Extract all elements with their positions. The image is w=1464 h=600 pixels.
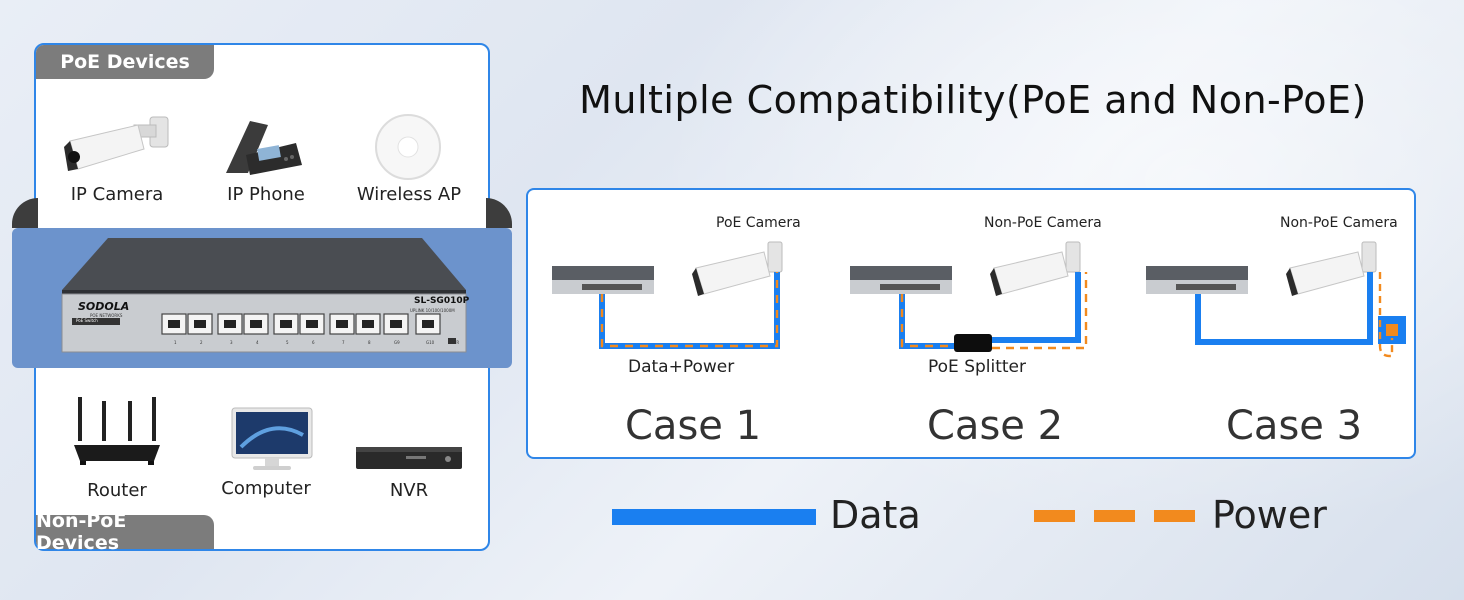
case-1-camera-label: PoE Camera <box>716 215 801 231</box>
port-label: 1 <box>174 340 177 345</box>
port-label: 6 <box>312 340 315 345</box>
case-2-connection-label: PoE Splitter <box>928 357 1026 377</box>
non-poe-devices-tag: Non-PoE Devices <box>36 510 214 554</box>
computer-icon <box>231 407 313 470</box>
router-icon <box>74 397 160 465</box>
switch-badge: PoE Switch <box>76 318 98 323</box>
port-label: G10 <box>426 340 435 345</box>
case-3-label: Case 3 <box>1226 403 1363 449</box>
case-2-camera-label: Non-PoE Camera <box>984 215 1102 231</box>
poe-switch-image <box>61 238 467 353</box>
case-1-connection-label: Data+Power <box>628 357 735 377</box>
band-cap-left <box>12 198 38 228</box>
poe-device-label: IP Camera <box>70 184 164 205</box>
legend-power-swatch <box>1034 510 1195 522</box>
nvr-icon <box>356 447 462 469</box>
switch-brand-sub: POE NETWORKS <box>90 313 123 318</box>
port-label: 2 <box>200 340 203 345</box>
port-label: 3 <box>230 340 233 345</box>
legend-data-label: Data <box>830 493 921 537</box>
band-cap-right <box>486 198 512 228</box>
poe-devices-tag: PoE Devices <box>36 45 214 79</box>
switch-brand: SODOLA <box>78 300 130 313</box>
case-3-camera-label: Non-PoE Camera <box>1280 215 1398 231</box>
port-label: PWR <box>450 340 460 345</box>
port-label: 7 <box>342 340 345 345</box>
wireless-ap-icon <box>375 114 441 180</box>
non-poe-device-label: NVR <box>389 480 429 501</box>
case-3-diagram <box>1146 241 1406 358</box>
port-label: 8 <box>368 340 371 345</box>
poe-device-label: IP Phone <box>227 184 305 205</box>
case-1-label: Case 1 <box>625 403 762 449</box>
switch-model: SL-SG010P <box>414 296 470 306</box>
port-label: 5 <box>286 340 289 345</box>
poe-device-label: Wireless AP <box>356 184 462 205</box>
port-label: 4 <box>256 340 259 345</box>
switch-model-sub: UPLINK 10/100/1000M <box>410 308 455 313</box>
page-title: Multiple Compatibility(PoE and Non-PoE) <box>579 78 1367 122</box>
port-label: G9 <box>394 340 400 345</box>
case-1-diagram <box>552 241 783 349</box>
case-2-label: Case 2 <box>927 403 1064 449</box>
non-poe-device-label: Computer <box>221 478 311 499</box>
legend-data-swatch <box>612 509 816 525</box>
ip-phone-icon <box>226 121 302 175</box>
legend-power-label: Power <box>1212 493 1327 537</box>
switch-port-labels: 1 2 3 4 5 6 7 8 G9 G10 PWR <box>162 340 462 348</box>
case-2-diagram <box>850 241 1088 352</box>
non-poe-device-label: Router <box>87 480 147 501</box>
cases-panel: PoE Camera Data+Power Case 1 Non-PoE Cam… <box>526 188 1416 459</box>
ip-camera-icon <box>64 116 169 171</box>
